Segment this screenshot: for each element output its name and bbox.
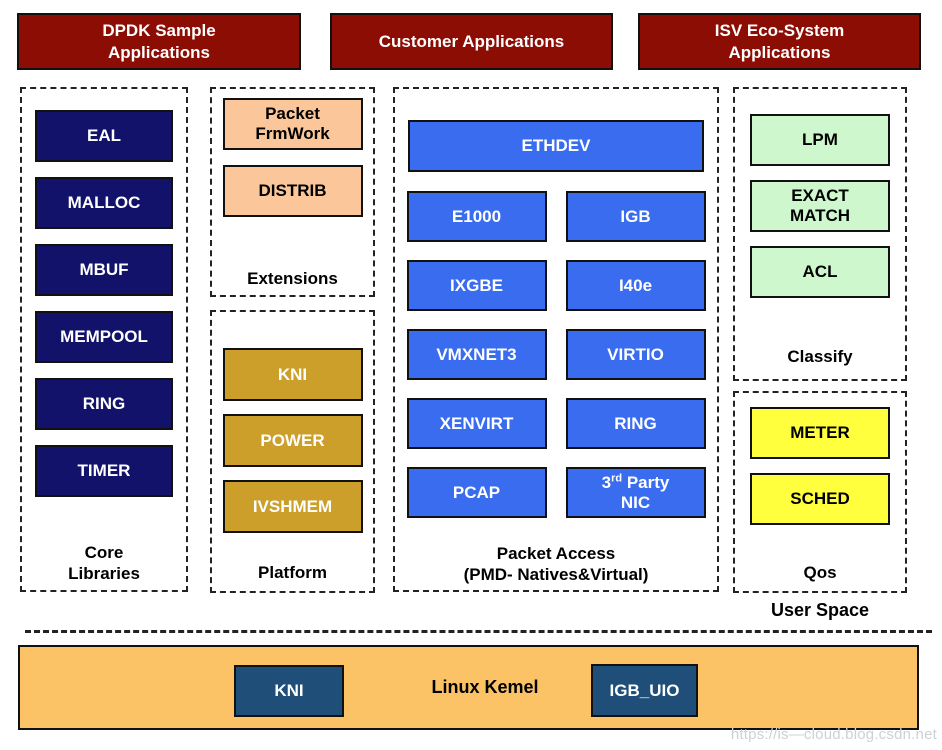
- mempool-box: MEMPOOL: [35, 311, 173, 363]
- ivshmem-box: IVSHMEM: [222, 480, 363, 533]
- lpm-box: LPM: [750, 114, 890, 166]
- sched-box: SCHED: [750, 473, 890, 525]
- classify-label: Classify: [787, 346, 853, 366]
- distrib-box: DISTRIB: [222, 165, 363, 217]
- isv-ecosystem-applications-box: ISV Eco-System Applications: [638, 13, 921, 70]
- qos-group: METER SCHED Qos: [733, 391, 907, 593]
- core-libraries-label: Core Libraries: [68, 542, 140, 583]
- pmd-pcap-box: PCAP: [406, 467, 547, 518]
- tpn-num: 3: [601, 472, 612, 492]
- acl-box: ACL: [750, 246, 890, 298]
- ethdev-box: ETHDEV: [408, 120, 704, 172]
- extensions-label: Extensions: [247, 268, 338, 288]
- eal-box: EAL: [35, 110, 173, 162]
- malloc-box: MALLOC: [35, 177, 173, 229]
- core-libraries-group: EAL MALLOC MBUF MEMPOOL RING TIMER Core …: [20, 87, 188, 592]
- igb-uio-box: IGB_UIO: [591, 664, 698, 717]
- linux-kernel-bar: KNI Linux Kemel IGB_UIO: [18, 645, 919, 730]
- mbuf-box: MBUF: [35, 244, 173, 296]
- pmd-xenvirt-box: XENVIRT: [406, 398, 547, 449]
- pmd-i40e-box: I40e: [565, 260, 706, 311]
- user-space-label: User Space: [770, 600, 870, 620]
- exact-match-box: EXACT MATCH: [750, 180, 890, 232]
- dpdk-sample-applications-box: DPDK Sample Applications: [17, 13, 301, 70]
- pmd-grid: E1000 IGB IXGBE I40e VMXNET3 VIRTIO XENV…: [406, 191, 706, 518]
- tpn-line2: NIC: [620, 492, 651, 512]
- tpn-ordinal: rd: [611, 472, 623, 485]
- pmd-e1000-box: E1000: [406, 191, 547, 242]
- watermark-url: https://is—cloud.blog.csdn.net: [730, 726, 937, 743]
- packet-framework-box: Packet FrmWork: [222, 98, 363, 150]
- qos-label: Qos: [803, 562, 837, 582]
- pmd-ixgbe-box: IXGBE: [406, 260, 547, 311]
- classify-group: LPM EXACT MATCH ACL Classify: [733, 87, 907, 381]
- kni-box: KNI: [222, 348, 363, 401]
- linux-kernel-label: Linux Kemel: [431, 677, 539, 697]
- power-box: POWER: [222, 414, 363, 467]
- extensions-group: Packet FrmWork DISTRIB Extensions: [210, 87, 375, 297]
- packet-access-label: Packet Access (PMD- Natives&Virtual): [463, 543, 649, 584]
- tpn-rest: Party: [622, 472, 670, 492]
- customer-applications-box: Customer Applications: [330, 13, 613, 70]
- meter-box: METER: [750, 407, 890, 459]
- pmd-igb-box: IGB: [565, 191, 706, 242]
- pmd-vmxnet3-box: VMXNET3: [406, 329, 547, 380]
- packet-access-group: ETHDEV E1000 IGB IXGBE I40e VMXNET3 VIRT…: [393, 87, 719, 592]
- pmd-ring-box: RING: [565, 398, 706, 449]
- pmd-virtio-box: VIRTIO: [565, 329, 706, 380]
- kernel-kni-box: KNI: [234, 665, 344, 717]
- platform-group: KNI POWER IVSHMEM Platform: [210, 310, 375, 593]
- platform-label: Platform: [258, 562, 327, 582]
- timer-box: TIMER: [35, 445, 173, 497]
- user-kernel-boundary-line: [25, 630, 932, 633]
- ring-box: RING: [35, 378, 173, 430]
